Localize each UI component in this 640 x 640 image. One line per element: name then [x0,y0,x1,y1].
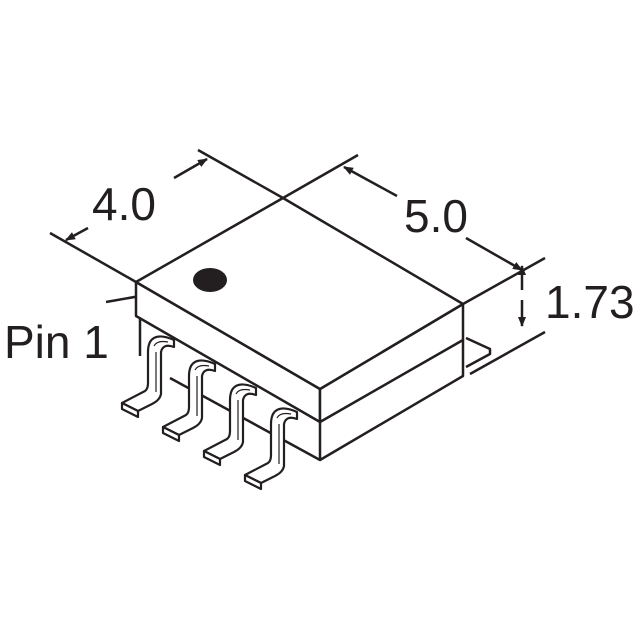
dimension-arrow-length-a [343,165,398,198]
pin1-marker-dot [193,268,227,292]
lead [161,359,217,443]
pin1-label: Pin 1 [4,316,109,368]
lead [243,407,299,491]
extension-line-top-right [282,153,359,200]
lead-tab-right [465,336,492,369]
dimension-arrow-width-b [173,157,208,180]
extension-line-right-bottom [469,330,546,376]
body-top-face [134,196,465,391]
lead [202,383,258,467]
dimension-label-height: 1.73 [545,276,635,328]
dimension-label-length: 5.0 [404,190,468,242]
lead [120,335,176,419]
extension-line-right-top [462,256,546,306]
extension-line-top-left [197,148,284,200]
extension-line-left [49,231,137,284]
dimension-arrow-width-a [65,226,89,242]
dimension-arrow-length-b [465,236,523,272]
dimension-label-width: 4.0 [92,178,156,230]
